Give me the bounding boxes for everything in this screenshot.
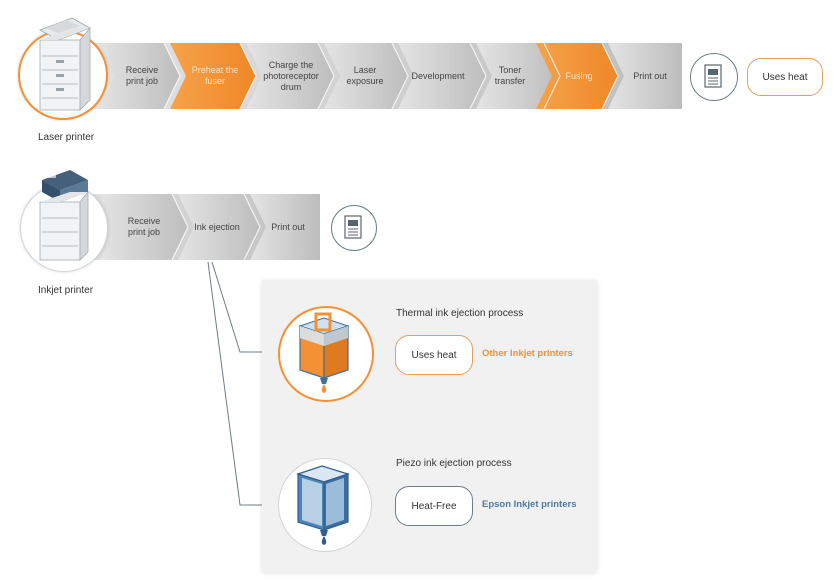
laser-step-8-label: Print out: [633, 70, 667, 81]
laser-step-6-arrow: [476, 43, 560, 109]
laser-step-3-arrow: [246, 43, 334, 109]
laser-step-1-label: Receive print job: [125, 65, 159, 86]
inkjet-step-1-arrow: [100, 194, 188, 260]
inkjet-step-2-label: Ink ejection: [194, 221, 240, 232]
laser-step-5-label: Development: [411, 70, 465, 81]
laser-step-1-arrow: [98, 43, 180, 109]
laser-step-2-label: Preheat the fuser: [191, 65, 239, 86]
piezo-heat-free-tag: Heat-Free: [395, 486, 473, 526]
inkjet-step-3-label: Print out: [271, 221, 305, 232]
laser-step-8-arrow: [608, 43, 682, 109]
thermal-process-title: Thermal ink ejection process: [396, 308, 524, 319]
laser-step-3-label: Charge the photoreceptor drum: [263, 59, 319, 92]
laser-printer-label: Laser printer: [38, 132, 95, 143]
laser-step-4-label: Laser exposure: [346, 65, 384, 86]
laser-step-7-arrow: [536, 43, 618, 109]
inkjet-step-3-arrow: [250, 194, 320, 260]
piezo-ink-cartridge-icon: [296, 465, 350, 545]
laser-step-6-label: Toner transfer: [494, 65, 526, 86]
laser-printer-icon: [39, 17, 91, 111]
inkjet-process-band: [70, 193, 320, 261]
piezo-process-title: Piezo ink ejection process: [396, 458, 512, 469]
thermal-ink-cartridge-icon: [298, 312, 350, 393]
inkjet-printer-label: Inkjet printer: [38, 285, 94, 296]
thermal-uses-heat-tag: Uses heat: [395, 335, 473, 375]
document-icon: [344, 215, 362, 239]
piezo-brand-label: Epson Inkjet printers: [482, 499, 577, 510]
laser-process-band: [70, 42, 682, 110]
laser-step-4-arrow: [324, 43, 408, 109]
laser-step-2-arrow: [170, 43, 256, 109]
inkjet-step-1-label: Receive print job: [127, 216, 161, 237]
inkjet-printer-icon: [39, 170, 89, 261]
laser-step-7-label: Fusing: [565, 70, 593, 81]
laser-step-5-arrow: [398, 43, 486, 109]
laser-uses-heat-tag: Uses heat: [747, 58, 823, 96]
document-icon: [704, 64, 722, 88]
inkjet-step-2-arrow: [178, 194, 260, 260]
thermal-brand-label: Other Inkjet printers: [482, 348, 573, 359]
